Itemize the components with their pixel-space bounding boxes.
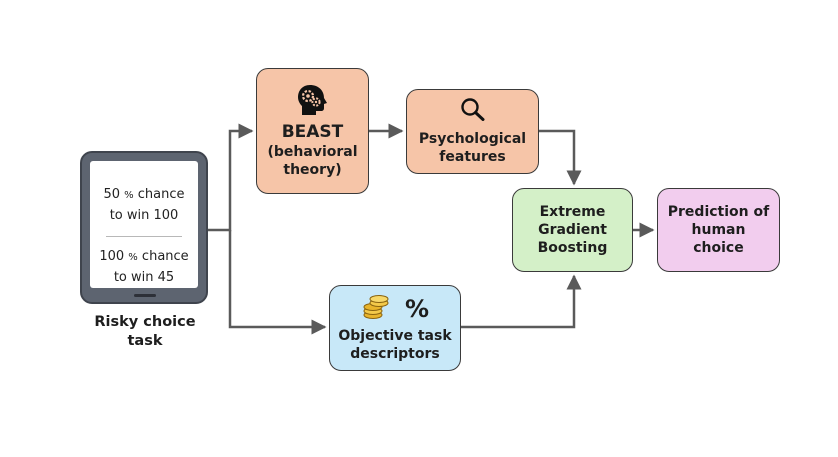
option-1-chance: chance — [133, 187, 185, 202]
option-2-number: 100 — [99, 249, 125, 264]
beast-subtitle-2: theory) — [283, 161, 342, 178]
pred-line-1: Prediction of — [667, 204, 770, 220]
choice-option-2: 100 % chance to win 45 — [90, 247, 198, 288]
psychological-features-box: Psychological features — [406, 89, 539, 174]
percent-symbol: % — [404, 295, 430, 323]
arrow-objective-to-xgb — [461, 274, 582, 329]
psych-line-2: features — [439, 149, 506, 165]
option-2-chance: chance — [137, 249, 189, 264]
obj-line-2: descriptors — [350, 345, 440, 362]
xgb-line-2: Gradient — [538, 222, 607, 238]
obj-line-1: Objective task — [338, 327, 452, 344]
tablet-home-bar — [134, 294, 156, 297]
arrow-tablet-to-objective — [228, 230, 327, 335]
option-2-payoff: to win 45 — [113, 270, 175, 285]
option-1-number: 50 — [103, 187, 120, 202]
tablet-screen: 50 % chance to win 100 100 % chance to w… — [90, 161, 198, 288]
choice-option-1: 50 % chance to win 100 — [90, 185, 198, 226]
xgboost-box: Extreme Gradient Boosting — [512, 188, 633, 272]
risky-choice-caption: Risky choice task — [82, 313, 208, 351]
caption-line-2: task — [127, 333, 163, 349]
magnifier-icon — [460, 97, 486, 126]
caption-line-1: Risky choice — [94, 314, 196, 330]
arrow-psych-to-xgb — [539, 129, 582, 186]
objective-descriptors-box: % Objective task descriptors — [329, 285, 461, 371]
head-gears-icon — [296, 84, 330, 121]
pred-line-2: human — [691, 222, 746, 238]
option-1-payoff: to win 100 — [109, 208, 179, 223]
arrow-tablet-to-beast — [208, 123, 254, 232]
xgb-line-3: Boosting — [537, 240, 608, 256]
objective-icons: % — [361, 294, 429, 325]
xgb-line-1: Extreme — [539, 204, 606, 220]
beast-subtitle-1: (behavioral — [267, 143, 358, 160]
coins-icon — [361, 294, 391, 325]
prediction-box: Prediction of human choice — [657, 188, 780, 272]
psych-line-1: Psychological — [418, 131, 527, 147]
pred-line-3: choice — [693, 240, 744, 256]
option-1-percent: % — [124, 190, 134, 201]
tablet-device: 50 % chance to win 100 100 % chance to w… — [80, 151, 208, 304]
option-2-percent: % — [128, 252, 138, 263]
option-divider — [106, 236, 182, 237]
beast-title: BEAST — [281, 121, 344, 142]
beast-box: BEAST (behavioral theory) — [256, 68, 369, 194]
